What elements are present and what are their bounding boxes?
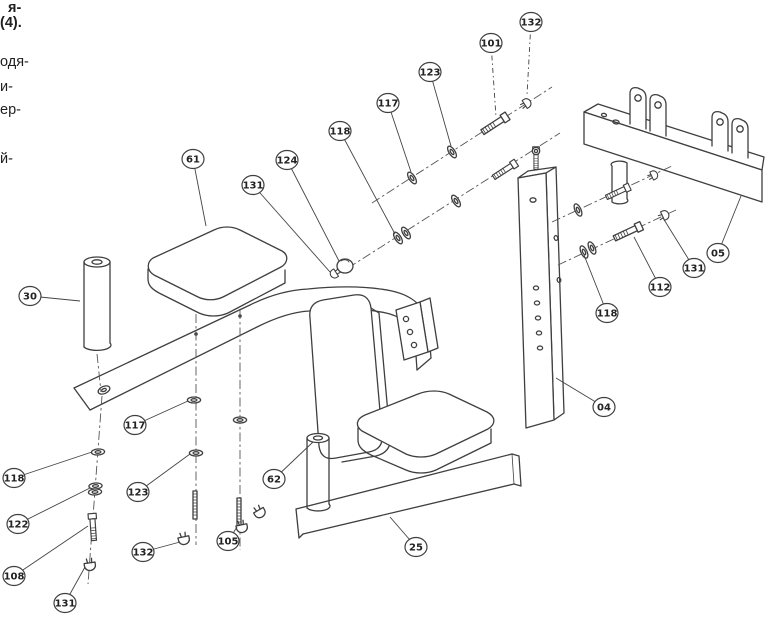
- text-fragment: ер-: [0, 102, 21, 118]
- fasteners: [82, 96, 671, 572]
- callout-62: 62: [262, 441, 314, 490]
- svg-text:112: 112: [650, 282, 671, 293]
- callout-112: 112: [633, 236, 672, 298]
- svg-text:132: 132: [133, 547, 154, 558]
- callout-101: 101: [479, 32, 503, 118]
- svg-text:131: 131: [55, 598, 76, 609]
- callout-117: 117: [123, 400, 189, 436]
- svg-text:62: 62: [267, 474, 281, 485]
- callout-122: 122: [6, 487, 91, 535]
- upright-post-04: [517, 146, 565, 429]
- callout-131: 131: [53, 566, 86, 614]
- svg-text:108: 108: [4, 571, 25, 582]
- svg-text:122: 122: [8, 519, 29, 530]
- callout-04: 04: [555, 377, 616, 418]
- mount-bracket-plate: [395, 297, 439, 361]
- rear-arm-05: [583, 86, 765, 205]
- callout-61: 61: [181, 148, 207, 227]
- callout-131: 131: [662, 217, 706, 279]
- callout-108: 108: [2, 525, 89, 587]
- instruction-text-fragments: я- (4). одя- и- ер- й-: [0, 0, 60, 200]
- svg-text:123: 123: [128, 487, 149, 498]
- part-callouts: 132 101 123 117 118 124 131 61 30 05 131 112 118 04 62…: [2, 11, 742, 614]
- callout-30: 30: [18, 285, 81, 307]
- callout-25: 25: [389, 516, 428, 558]
- callout-124: 124: [275, 149, 340, 262]
- callout-05: 05: [706, 195, 742, 264]
- callout-123: 123: [126, 453, 191, 503]
- pad-61: [147, 226, 288, 317]
- svg-text:25: 25: [409, 542, 423, 553]
- svg-text:30: 30: [23, 291, 37, 302]
- callout-118: 118: [328, 120, 396, 235]
- text-fragment: одя-: [0, 54, 29, 70]
- assembly-axes: [87, 86, 677, 585]
- svg-text:101: 101: [481, 38, 502, 49]
- callout-118: 118: [2, 451, 93, 489]
- callout-132: 132: [131, 541, 181, 563]
- svg-text:118: 118: [597, 308, 618, 319]
- svg-text:117: 117: [378, 98, 399, 109]
- svg-text:05: 05: [711, 248, 725, 259]
- svg-text:04: 04: [597, 402, 611, 413]
- callout-123: 123: [418, 61, 452, 147]
- seat-pad: [356, 390, 495, 474]
- svg-text:131: 131: [684, 263, 705, 274]
- svg-text:117: 117: [125, 420, 146, 431]
- callout-131: 131: [241, 174, 331, 273]
- callout-132: 132: [519, 11, 543, 96]
- svg-text:118: 118: [330, 126, 351, 137]
- handle-roller-front: [306, 432, 331, 512]
- text-fragment: й-: [0, 151, 13, 167]
- bottom-frame-25: [295, 453, 522, 539]
- svg-text:124: 124: [277, 155, 298, 166]
- svg-text:118: 118: [4, 473, 25, 484]
- svg-text:61: 61: [186, 154, 200, 165]
- svg-text:123: 123: [420, 67, 441, 78]
- svg-text:105: 105: [218, 536, 239, 547]
- text-fragment: и-: [0, 79, 13, 95]
- knob-124: [336, 258, 354, 274]
- text-fragment: я-: [8, 0, 22, 16]
- svg-text:132: 132: [521, 17, 542, 28]
- text-fragment: (4).: [0, 15, 22, 31]
- roller-pad-30: [83, 256, 112, 352]
- callout-105: 105: [216, 526, 240, 552]
- callout-117: 117: [376, 92, 412, 173]
- callout-118: 118: [583, 254, 619, 324]
- svg-text:131: 131: [243, 180, 264, 191]
